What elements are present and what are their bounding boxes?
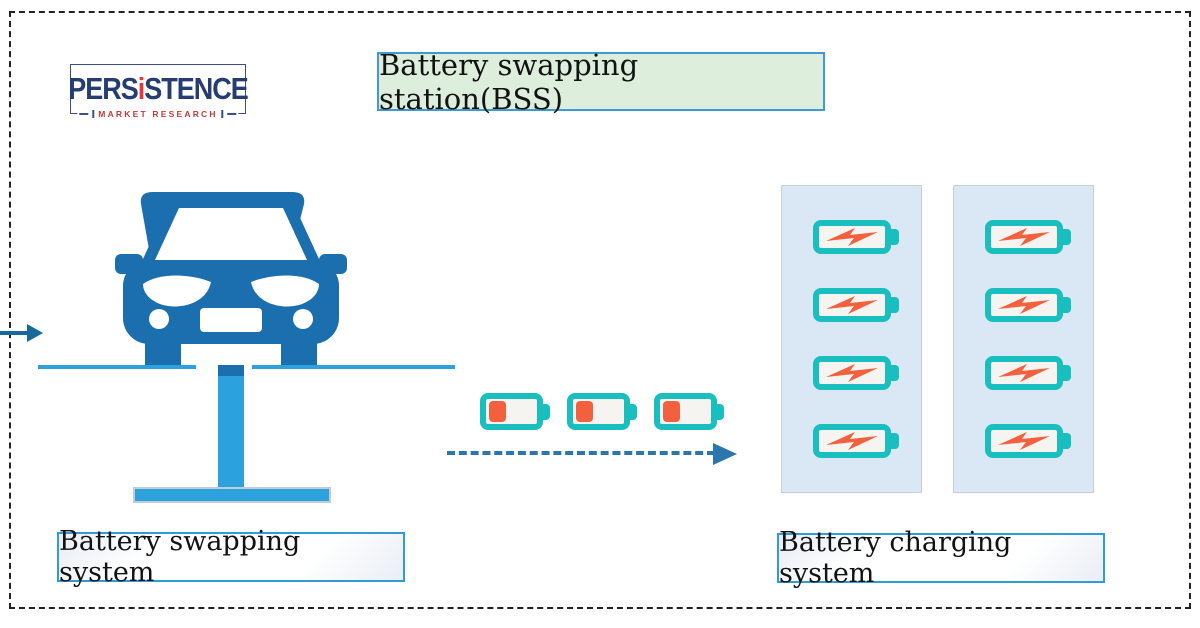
incoming-car-arrow-icon <box>0 331 27 335</box>
logo-tagline: MARKET RESEARCH <box>77 109 239 119</box>
battery-charging-system-label-text: Battery charging system <box>779 527 1012 589</box>
charged-battery-icon <box>984 356 1063 390</box>
diagram-title: Battery swapping station(BSS) <box>377 48 825 116</box>
lightning-bolt-icon <box>825 364 878 382</box>
low-charge-bar <box>489 401 506 422</box>
lift-platform-right <box>252 365 455 369</box>
depleted-battery-icon <box>567 393 630 430</box>
charged-battery-icon <box>812 424 891 458</box>
battery-flow-arrow-icon <box>447 451 715 455</box>
car-icon <box>115 192 347 368</box>
battery-rack <box>953 185 1094 493</box>
charged-battery-icon <box>984 424 1063 458</box>
lightning-bolt-icon <box>997 364 1050 382</box>
lightning-bolt-icon <box>825 296 878 314</box>
persistence-logo: PERSiSTENCE MARKET RESEARCH <box>68 64 249 119</box>
charged-battery-icon <box>812 288 891 322</box>
lightning-bolt-icon <box>825 228 878 246</box>
charged-battery-icon <box>984 288 1063 322</box>
charged-battery-icon <box>812 220 891 254</box>
incoming-car-arrowhead-icon <box>27 324 43 342</box>
lift-base <box>133 487 331 503</box>
low-charge-bar <box>663 401 680 422</box>
battery-charging-system-label: Battery charging system <box>777 527 1105 589</box>
lightning-bolt-icon <box>997 228 1050 246</box>
battery-swapping-system-label: Battery swapping system <box>57 526 405 588</box>
lightning-bolt-icon <box>825 432 878 450</box>
logo-brand-text: PERSiSTENCE <box>68 71 249 106</box>
depleted-battery-icon <box>480 393 543 430</box>
tagline-text: MARKET RESEARCH <box>98 109 218 119</box>
lift-post <box>218 376 244 488</box>
lightning-bolt-icon <box>997 432 1050 450</box>
battery-flow-arrowhead-icon <box>713 443 737 465</box>
tagline-left-tick <box>92 110 95 118</box>
logo-red-i: i <box>137 71 145 106</box>
lift-post-cap <box>218 365 244 376</box>
lightning-bolt-icon <box>997 296 1050 314</box>
diagram-dashed-border <box>9 11 1191 609</box>
tagline-right-line <box>227 113 237 115</box>
charged-battery-icon <box>984 220 1063 254</box>
depleted-battery-icon <box>654 393 717 430</box>
tagline-right-tick <box>221 110 224 118</box>
low-charge-bar <box>576 401 593 422</box>
diagram-title-text: Battery swapping station(BSS) <box>379 47 639 116</box>
battery-swapping-system-label-text: Battery swapping system <box>59 526 301 588</box>
lift-platform-left <box>38 365 196 369</box>
battery-rack <box>781 185 922 493</box>
charged-battery-icon <box>812 356 891 390</box>
tagline-left-line <box>79 113 89 115</box>
